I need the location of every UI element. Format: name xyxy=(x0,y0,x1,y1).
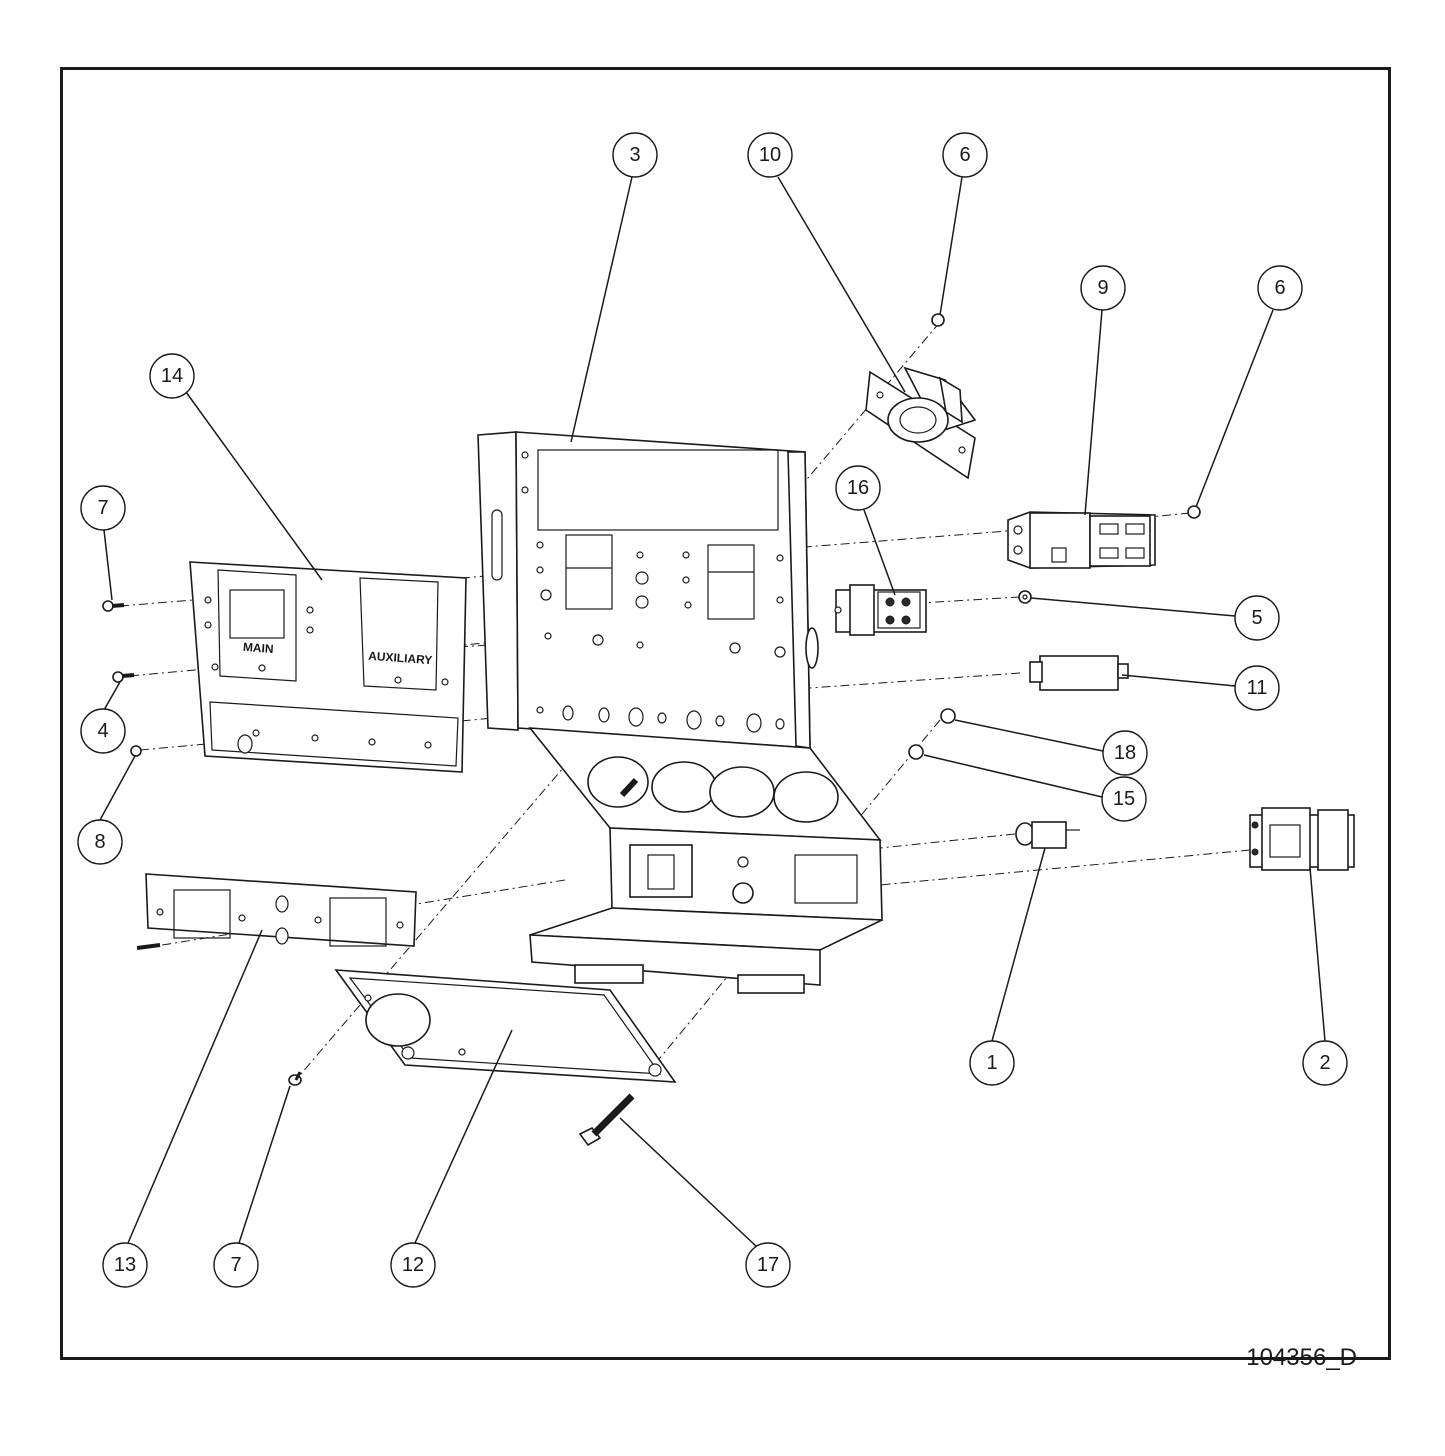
control-panel-box xyxy=(477,431,883,994)
callout-16: 16 xyxy=(835,465,881,511)
callout-17: 17 xyxy=(745,1242,791,1288)
svg-text:1: 1 xyxy=(986,1052,997,1074)
callout-2: 2 xyxy=(1302,1040,1348,1086)
panel-label-auxiliary: AUXILIARY xyxy=(368,649,433,667)
svg-text:4: 4 xyxy=(97,720,108,742)
svg-text:7: 7 xyxy=(97,497,108,519)
svg-text:9: 9 xyxy=(1097,277,1108,299)
callout-10: 10 xyxy=(747,132,793,178)
callout-11: 11 xyxy=(1234,665,1280,711)
duplex-receptacle xyxy=(834,584,927,636)
callout-1: 1 xyxy=(969,1040,1015,1086)
svg-text:16: 16 xyxy=(847,477,869,499)
svg-text:8: 8 xyxy=(94,831,105,853)
callout-3: 3 xyxy=(612,132,658,178)
drawing-frame xyxy=(60,67,1391,1360)
callout-13: 13 xyxy=(102,1242,148,1288)
fuse-holder xyxy=(1015,821,1080,849)
outlet-receptacle xyxy=(1249,807,1355,871)
svg-text:18: 18 xyxy=(1114,742,1136,764)
callout-12: 12 xyxy=(390,1242,436,1288)
callout-6-top: 6 xyxy=(942,132,988,178)
callout-5: 5 xyxy=(1234,595,1280,641)
twist-lock-receptacle xyxy=(865,366,977,480)
gasket xyxy=(334,969,677,1083)
callout-14: 14 xyxy=(149,353,195,399)
svg-text:14: 14 xyxy=(161,365,183,387)
svg-text:7: 7 xyxy=(230,1254,241,1276)
svg-text:6: 6 xyxy=(1274,277,1285,299)
callout-8: 8 xyxy=(77,819,123,865)
callout-9: 9 xyxy=(1080,265,1126,311)
svg-text:13: 13 xyxy=(114,1254,136,1276)
panel-label-main: MAIN xyxy=(242,640,274,656)
svg-text:11: 11 xyxy=(1247,677,1268,699)
hardware xyxy=(102,313,1201,1147)
svg-text:12: 12 xyxy=(402,1254,424,1276)
callout-6-right: 6 xyxy=(1257,265,1303,311)
leader-lines xyxy=(99,176,1326,1249)
svg-text:2: 2 xyxy=(1319,1052,1330,1074)
svg-text:17: 17 xyxy=(757,1254,779,1276)
svg-text:10: 10 xyxy=(759,144,781,166)
svg-text:3: 3 xyxy=(629,144,640,166)
callout-7-bottom: 7 xyxy=(213,1242,259,1288)
callout-15: 15 xyxy=(1101,776,1147,822)
lower-faceplate xyxy=(145,873,417,947)
toggle-switch xyxy=(1029,655,1129,691)
circuit-breaker xyxy=(1007,511,1156,569)
svg-text:5: 5 xyxy=(1251,607,1262,629)
callout-4: 4 xyxy=(80,708,126,754)
svg-text:6: 6 xyxy=(959,144,970,166)
callout-18: 18 xyxy=(1102,730,1148,776)
callout-7-top: 7 xyxy=(80,485,126,531)
faceplate: MAIN AUXILIARY xyxy=(189,561,467,773)
svg-text:15: 15 xyxy=(1113,788,1135,810)
drawing-number: 104356_D xyxy=(1246,1344,1357,1371)
